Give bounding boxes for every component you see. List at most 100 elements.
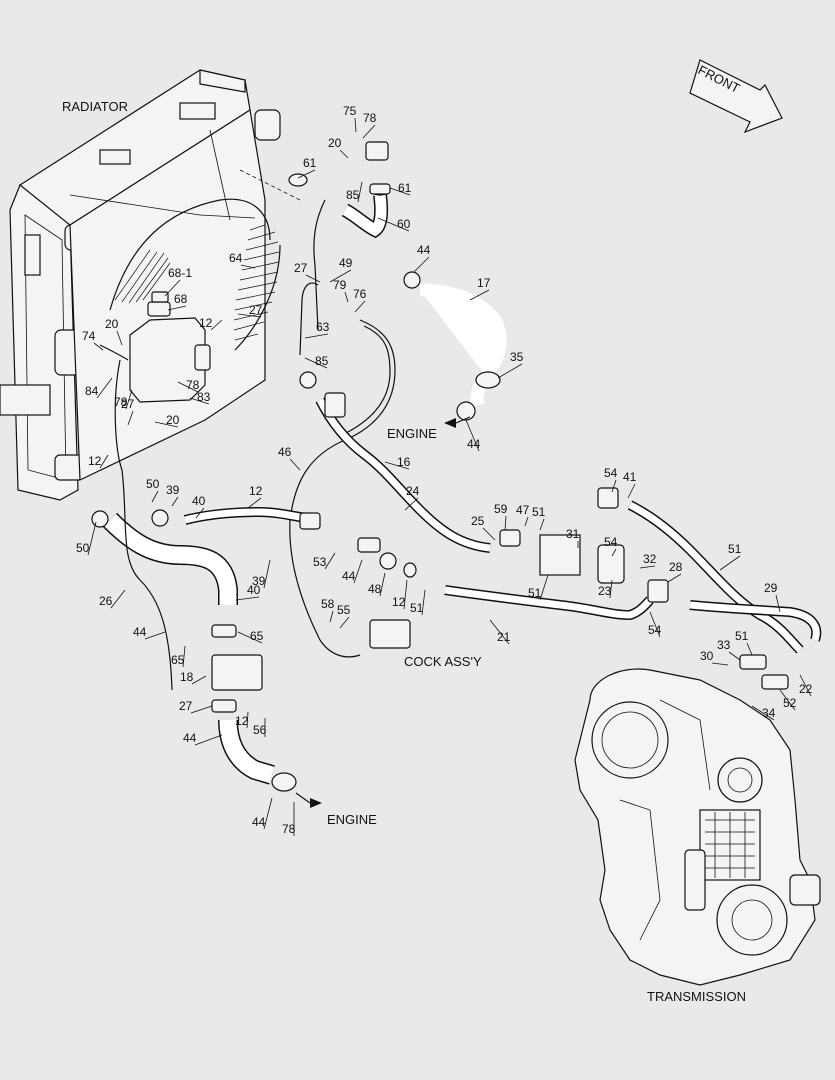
part-number-84: 84 — [85, 384, 99, 398]
callout-leader-line — [329, 610, 334, 623]
part-number-29: 29 — [764, 581, 778, 595]
callout-leader-line — [353, 559, 363, 584]
engine-label-lower: ENGINE — [327, 812, 377, 827]
callout-leader-line — [144, 631, 166, 640]
callout-leader-line — [329, 269, 352, 283]
callout-leader-line — [87, 521, 97, 556]
callout-leader-line — [497, 363, 523, 379]
callout-leader-line — [611, 548, 617, 557]
part-number-27: 27 — [179, 699, 193, 713]
part-number-48: 48 — [368, 582, 382, 596]
part-number-16: 16 — [397, 455, 411, 469]
callout-leader-line — [639, 565, 656, 569]
part-number-35: 35 — [510, 350, 524, 364]
callout-leader-line — [362, 124, 376, 139]
callout-leader-line — [413, 256, 430, 273]
part-number-64: 64 — [229, 251, 243, 265]
part-number-20: 20 — [328, 136, 342, 150]
callout-leader-line — [154, 421, 179, 428]
callout-leader-line — [539, 574, 549, 601]
callout-leader-line — [627, 483, 636, 499]
callout-leader-line — [237, 631, 263, 644]
part-number-52: 52 — [783, 696, 797, 710]
callout-leader-line — [93, 342, 104, 351]
callout-leader-line — [99, 454, 109, 469]
part-number-59: 59 — [494, 502, 508, 516]
part-number-85: 85 — [346, 188, 360, 202]
part-number-49: 49 — [339, 256, 353, 270]
callout-leader-line — [779, 689, 796, 711]
callout-leader-line — [289, 458, 301, 471]
part-number-56: 56 — [253, 723, 267, 737]
part-number-85: 85 — [315, 354, 329, 368]
part-number-20: 20 — [105, 317, 119, 331]
part-number-61: 61 — [303, 156, 317, 170]
callout-leader-line — [304, 357, 328, 369]
part-number-54: 54 — [648, 623, 662, 637]
part-number-53: 53 — [313, 555, 327, 569]
part-number-47: 47 — [516, 503, 530, 517]
part-number-23: 23 — [598, 584, 612, 598]
callout-leader-line — [719, 555, 741, 571]
part-number-74: 74 — [82, 329, 96, 343]
part-number-44: 44 — [342, 569, 356, 583]
cock-assy-label: COCK ASS'Y — [404, 654, 482, 669]
callout-leader-line — [799, 674, 812, 697]
part-number-12: 12 — [88, 454, 102, 468]
part-number-17: 17 — [477, 276, 491, 290]
callout-leader-line — [728, 651, 741, 661]
transmission-label: TRANSMISSION — [647, 989, 746, 1004]
part-number-44: 44 — [133, 625, 147, 639]
part-number-12: 12 — [199, 316, 213, 330]
callout-leader-line — [110, 589, 126, 609]
callout-leader-line — [357, 181, 363, 203]
part-number-39: 39 — [166, 483, 180, 497]
radiator-label: RADIATOR — [62, 99, 128, 114]
callout-leader-line — [611, 479, 617, 493]
part-number-44: 44 — [467, 437, 481, 451]
callout-leader-line — [116, 330, 123, 346]
radiator-assembly — [0, 69, 301, 501]
part-number-40: 40 — [192, 494, 206, 508]
part-number-79: 79 — [333, 278, 347, 292]
callout-leader-line — [609, 579, 613, 599]
engine-arrows — [295, 416, 471, 808]
callout-leader-line — [489, 619, 510, 645]
part-number-12: 12 — [235, 714, 249, 728]
callout-leader-line — [389, 187, 411, 196]
callout-leader-line — [190, 705, 213, 714]
callout-leader-line — [379, 572, 386, 597]
callout-leader-line — [751, 705, 775, 721]
callout-leader-line — [404, 497, 419, 511]
callout-leader-line — [151, 490, 159, 503]
callout-leader-line — [482, 527, 496, 541]
part-number-65: 65 — [171, 653, 185, 667]
part-number-51: 51 — [728, 542, 742, 556]
part-number-24: 24 — [406, 484, 420, 498]
callout-leader-line — [177, 381, 199, 393]
part-number-40: 40 — [247, 583, 261, 597]
callout-leader-line — [504, 515, 507, 531]
part-number-50: 50 — [76, 541, 90, 555]
callout-leader-line — [339, 616, 350, 629]
callout-leader-line — [746, 642, 753, 656]
part-number-27: 27 — [249, 303, 263, 317]
part-number-12: 12 — [249, 484, 263, 498]
callout-leader-line — [524, 516, 529, 527]
part-number-54: 54 — [604, 535, 618, 549]
callout-leader-line — [354, 300, 366, 313]
part-number-78: 78 — [114, 395, 128, 409]
callout-leader-line — [195, 507, 205, 519]
part-number-32: 32 — [643, 552, 657, 566]
callout-leader-line — [96, 377, 113, 399]
part-number-54: 54 — [604, 466, 618, 480]
callout-leader-line — [539, 518, 545, 531]
callout-leader-line — [667, 573, 682, 583]
callout-leader-line — [305, 274, 321, 283]
callout-leader-line — [711, 662, 729, 666]
engine-label-upper: ENGINE — [387, 426, 437, 441]
part-number-51: 51 — [410, 601, 424, 615]
callout-leader-line — [240, 264, 256, 269]
callout-leader-line — [465, 419, 480, 452]
callout-leader-line — [164, 279, 181, 297]
